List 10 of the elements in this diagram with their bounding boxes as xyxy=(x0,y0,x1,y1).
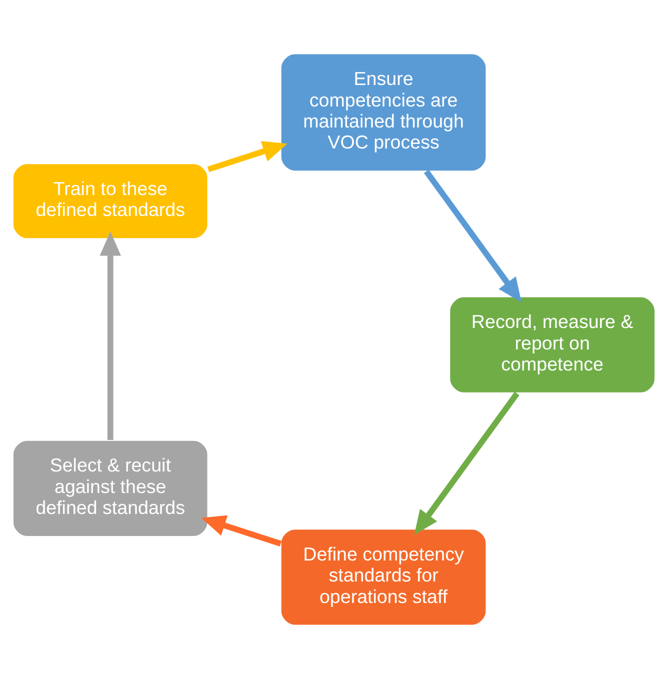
node-box: Ensure competencies are maintained through VOC process xyxy=(280,53,487,172)
node-box: Define competency standards for operations staff xyxy=(280,528,487,626)
arrow xyxy=(207,141,288,172)
node-box: Record, measure & report on competence xyxy=(448,296,656,394)
node-box: Train to these defined standards xyxy=(12,163,208,240)
arrow xyxy=(414,392,520,535)
arrow xyxy=(100,231,122,440)
arrow xyxy=(424,170,522,302)
node-box: Select & recuit against these defined standards xyxy=(12,440,208,538)
arrow xyxy=(201,515,282,547)
